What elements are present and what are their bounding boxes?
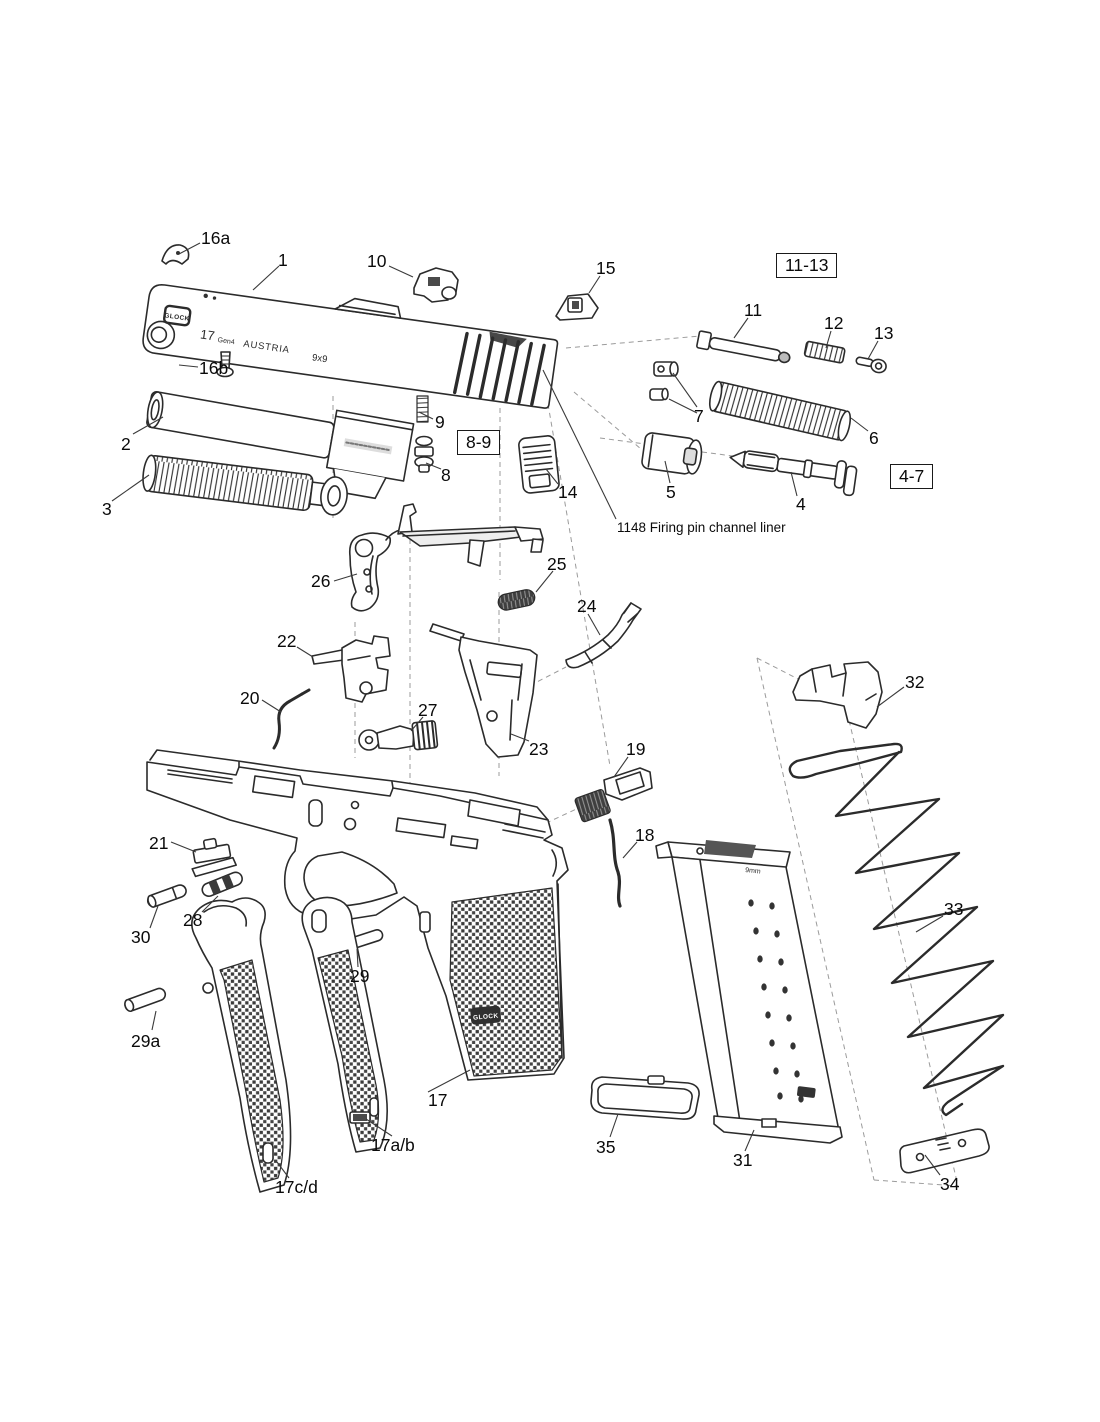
group-label-11-13: 11-13 xyxy=(776,253,838,279)
slide-lock xyxy=(191,837,238,878)
rear-sight xyxy=(413,267,459,303)
slide-gen-text: Gen4 xyxy=(217,337,235,346)
part-24 xyxy=(565,602,642,669)
slide-stop-lever xyxy=(358,720,439,751)
firing-pin-spring xyxy=(708,380,852,442)
spacer-cylinder xyxy=(641,432,703,475)
part-label-25: 25 xyxy=(547,554,567,574)
part-label-16a: 16a xyxy=(201,228,231,248)
slide-logo-text: GLOCK xyxy=(164,312,190,322)
part-label-5: 5 xyxy=(666,482,676,502)
part-label-16b: 16b xyxy=(199,358,229,378)
floor-plate xyxy=(590,1075,700,1120)
part-label-35: 35 xyxy=(596,1137,616,1157)
part-label-19: 19 xyxy=(626,739,646,759)
slide-cover-plate xyxy=(518,435,560,494)
part-label-24: 24 xyxy=(577,596,597,616)
extractor-parts xyxy=(649,361,679,401)
magazine-spring xyxy=(788,742,1005,1117)
part-label-2: 2 xyxy=(121,434,131,454)
ejector-housing xyxy=(311,635,391,703)
firing-pin xyxy=(729,450,858,497)
part-label-11: 11 xyxy=(744,300,763,320)
part-label-17: 17 xyxy=(428,1090,448,1110)
firing-pin-channel-liner-note: 1148 Firing pin channel liner xyxy=(617,520,786,535)
sight-15 xyxy=(555,293,599,321)
firing-pin-spring-small xyxy=(803,340,846,364)
part-label-28: 28 xyxy=(183,910,203,930)
part-label-33: 33 xyxy=(944,899,964,919)
part-label-9: 9 xyxy=(435,412,445,432)
part-13 xyxy=(855,356,887,374)
magazine-marking-text: 9mm xyxy=(745,867,761,876)
magazine-catch xyxy=(574,767,653,823)
wire-spring xyxy=(272,688,311,750)
slide-model-text: 17 xyxy=(199,327,215,344)
trigger-pin xyxy=(201,871,243,897)
part-label-4: 4 xyxy=(796,494,806,514)
part-label-29: 29 xyxy=(350,966,370,986)
part-label-17cd: 17c/d xyxy=(275,1177,318,1197)
part-label-12: 12 xyxy=(824,313,844,333)
spacer-sleeve xyxy=(696,330,791,364)
part-label-30: 30 xyxy=(131,927,151,947)
part-label-29a: 29a xyxy=(131,1031,161,1051)
trigger-spring xyxy=(497,589,536,611)
part-label-7: 7 xyxy=(694,406,704,426)
part-label-17ab: 17a/b xyxy=(371,1135,415,1155)
recoil-spring-assembly xyxy=(142,454,348,516)
part-label-14: 14 xyxy=(558,482,578,502)
slide: GLOCK 17 Gen4 AUSTRIA 9x9 xyxy=(142,283,559,409)
part-label-3: 3 xyxy=(102,499,112,519)
part-label-8: 8 xyxy=(441,465,451,485)
magazine-follower xyxy=(792,661,883,729)
part-label-26: 26 xyxy=(311,571,331,591)
part-label-27: 27 xyxy=(418,700,438,720)
group-label-8-9: 8-9 xyxy=(457,430,501,456)
frame-logo-text: GLOCK xyxy=(473,1013,499,1022)
part-label-20: 20 xyxy=(240,688,260,708)
part-label-23: 23 xyxy=(529,739,549,759)
part-label-6: 6 xyxy=(869,428,879,448)
slide-lock-spring xyxy=(608,818,622,908)
trigger-assembly xyxy=(348,503,544,612)
part-label-1: 1 xyxy=(278,250,288,270)
leader-lines xyxy=(111,242,944,1179)
magazine-body: 9mm xyxy=(655,840,843,1144)
front-sight xyxy=(161,244,190,265)
spring-cups xyxy=(414,435,434,473)
part-label-34: 34 xyxy=(940,1174,960,1194)
frame-receiver: GLOCK xyxy=(146,749,569,1081)
group-label-4-7: 4-7 xyxy=(890,464,934,490)
part-label-31: 31 xyxy=(733,1150,753,1170)
part-label-15: 15 xyxy=(596,258,616,278)
part-label-32: 32 xyxy=(905,672,925,692)
backstrap-beavertail xyxy=(191,897,292,1193)
backstrap-medium xyxy=(301,896,388,1153)
part-label-18: 18 xyxy=(635,825,655,845)
magazine-insert-plate xyxy=(899,1128,990,1174)
part-label-21: 21 xyxy=(149,833,169,853)
part-label-10: 10 xyxy=(367,251,387,271)
front-sight-screw xyxy=(216,351,234,378)
part-label-13: 13 xyxy=(874,323,894,343)
spring-9 xyxy=(416,395,429,423)
part-label-22: 22 xyxy=(277,631,297,651)
trigger-housing xyxy=(429,623,538,758)
pin-29a xyxy=(124,987,167,1013)
housing-pin xyxy=(146,884,187,908)
slide-caliber-text: 9x9 xyxy=(311,352,328,365)
